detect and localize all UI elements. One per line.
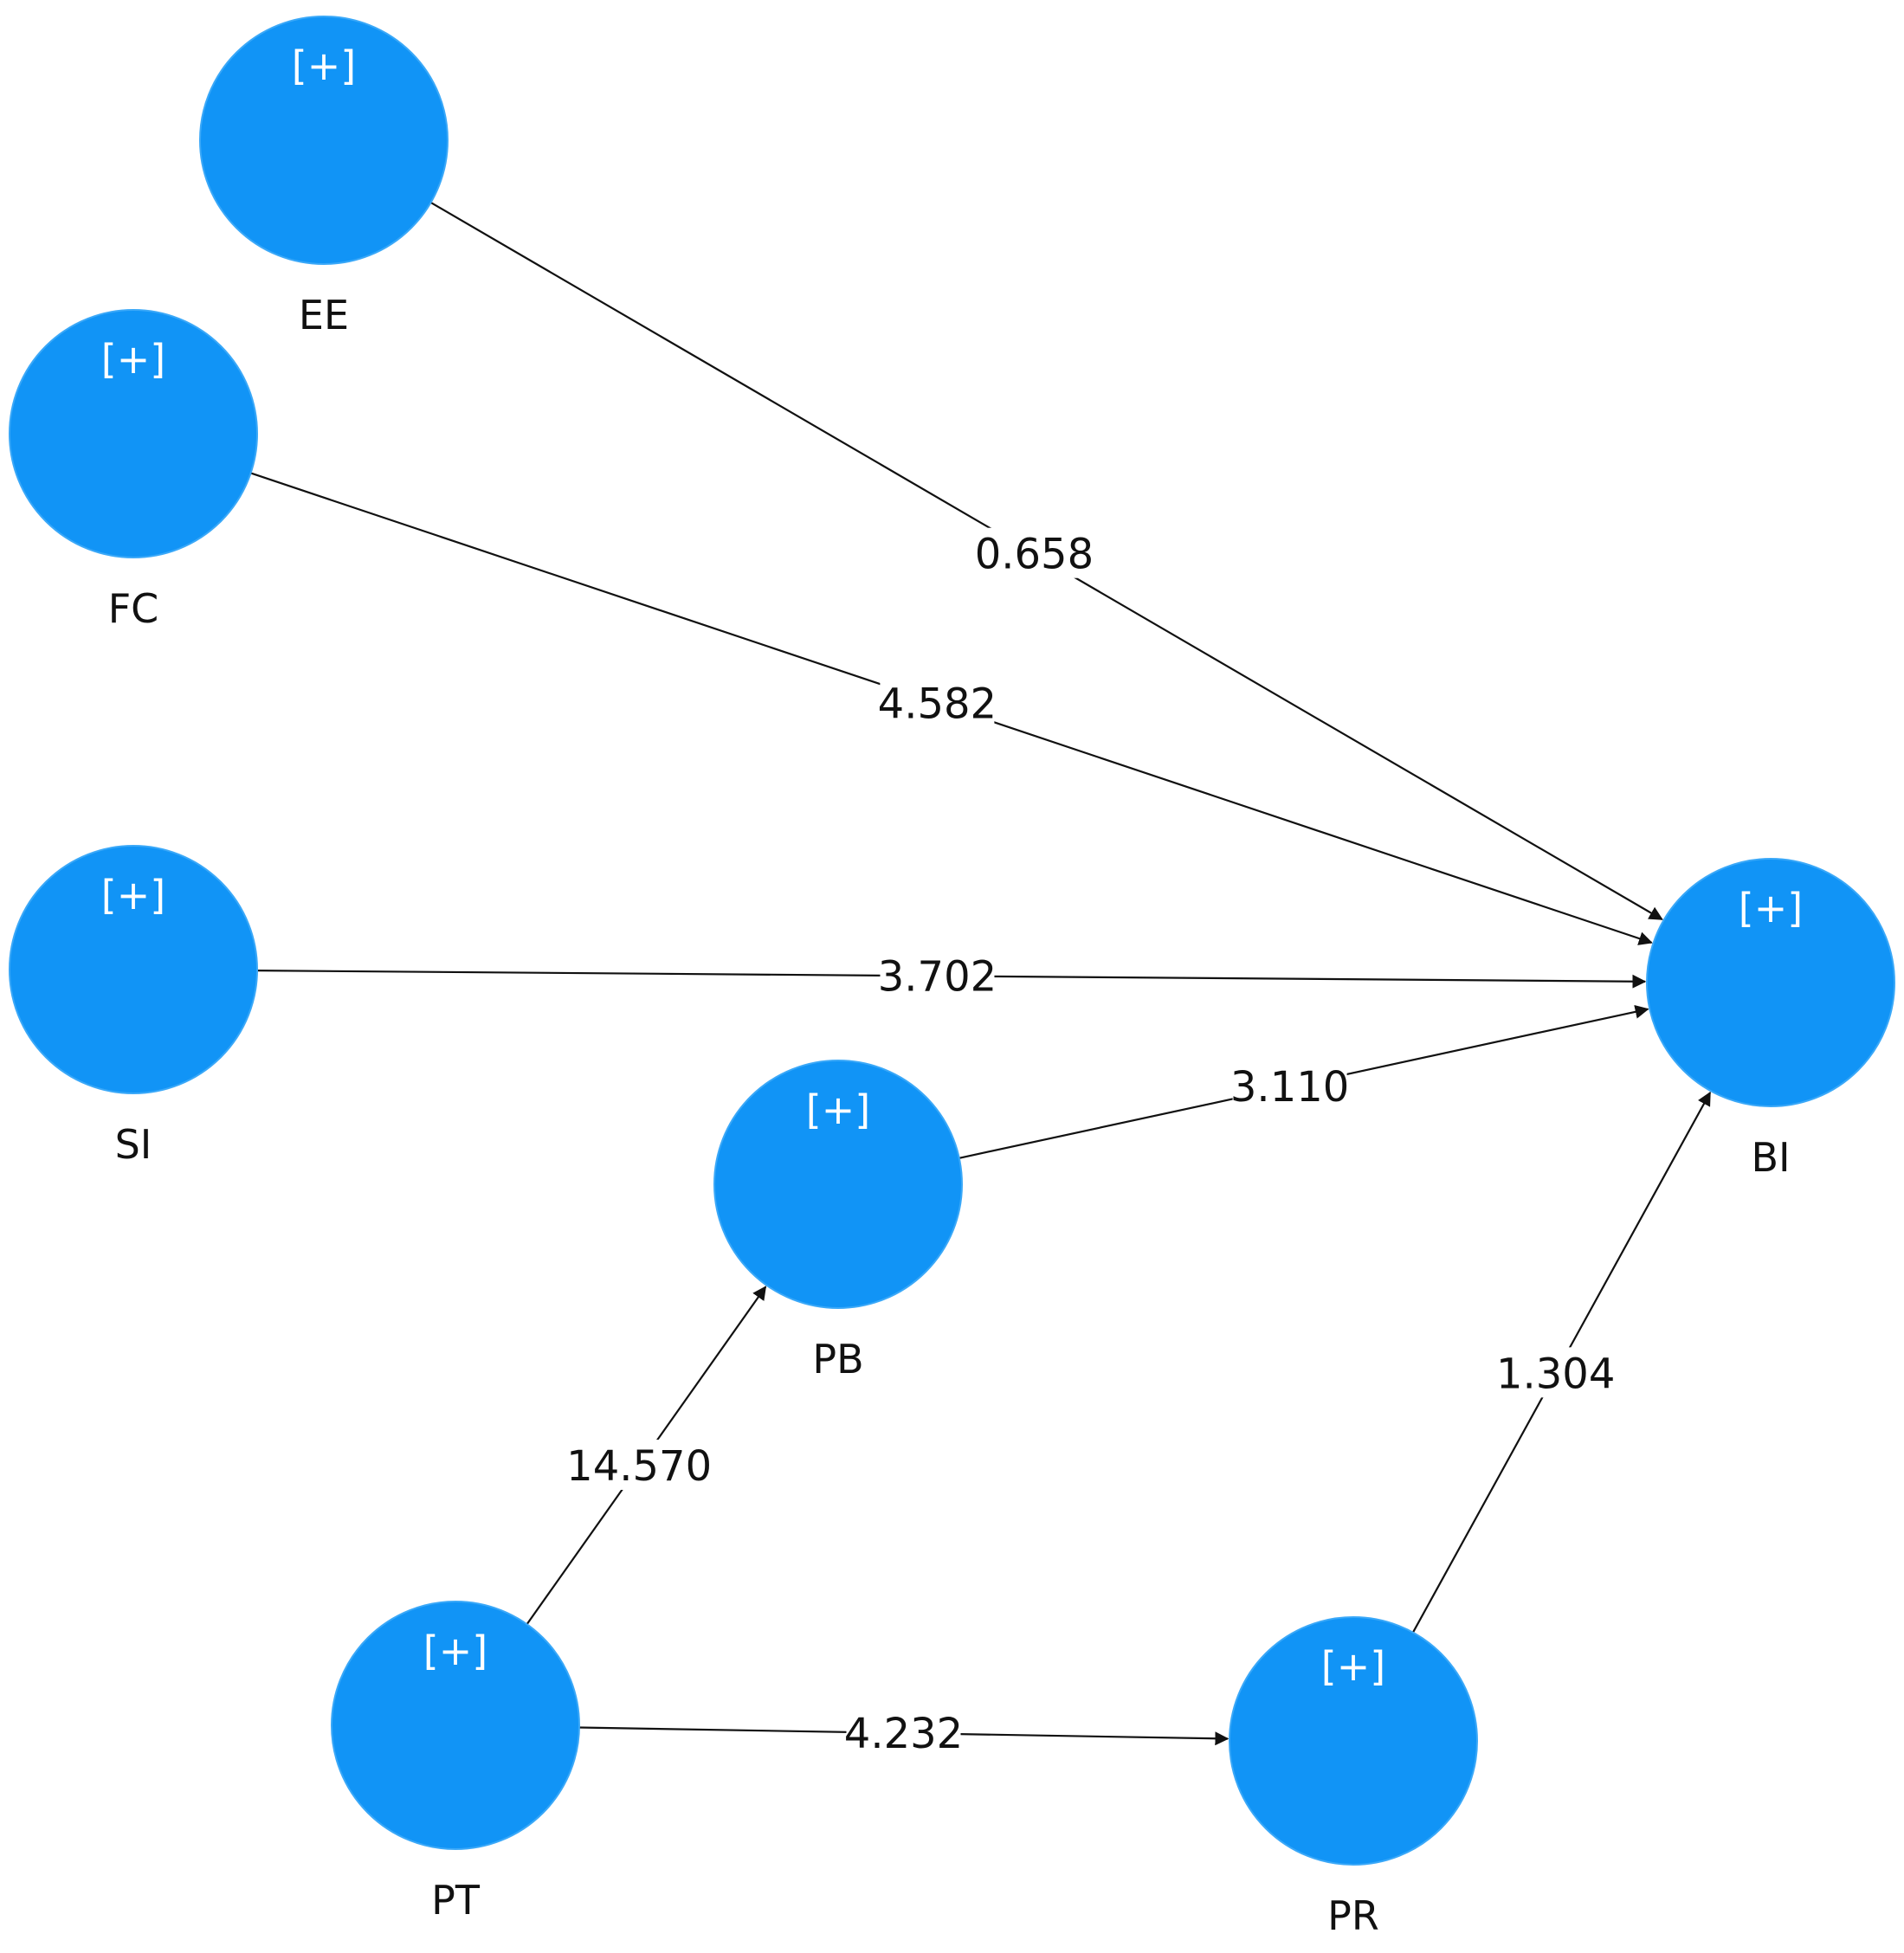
construct-node-bi[interactable]: [+] BI — [1646, 858, 1895, 1181]
path-pb-to-bi[interactable]: 3.110 — [958, 1004, 1649, 1159]
path-value-background — [1498, 1347, 1613, 1398]
path-pr-to-bi[interactable]: 1.304 — [1411, 1091, 1712, 1634]
nodes-layer: [+] EE [+] FC [+] SI [+] PB [+] PT [+] PR [+] BI — [9, 16, 1895, 1939]
expand-indicators-button[interactable]: [+] — [101, 872, 165, 918]
expand-indicators-button[interactable]: [+] — [292, 42, 356, 89]
path-value-label: 4.582 — [878, 680, 997, 728]
construct-node-pb[interactable]: [+] PB — [713, 1060, 963, 1383]
path-value-label: 14.570 — [566, 1442, 712, 1491]
expand-indicators-button[interactable]: [+] — [1321, 1643, 1385, 1690]
path-pt-to-pb[interactable]: 14.570 — [526, 1286, 767, 1625]
path-value-background — [880, 677, 995, 728]
path-value-label: 0.658 — [975, 531, 1094, 579]
construct-name-label: BI — [1751, 1134, 1790, 1181]
construct-circle[interactable] — [1229, 1616, 1478, 1866]
path-value-label: 4.232 — [844, 1710, 963, 1758]
construct-circle[interactable] — [331, 1601, 580, 1850]
path-value-label: 3.110 — [1230, 1063, 1349, 1112]
paths-layer: 0.658 4.582 3.702 3.110 14.570 4.232 1.304 — [250, 202, 1712, 1758]
construct-name-label: EE — [299, 292, 349, 338]
construct-node-fc[interactable]: [+] FC — [9, 309, 258, 632]
path-pt-to-pr[interactable]: 4.232 — [578, 1706, 1230, 1758]
construct-circle[interactable] — [199, 16, 449, 265]
expand-indicators-button[interactable]: [+] — [1739, 885, 1803, 931]
path-value-background — [582, 1440, 697, 1491]
path-value-background — [880, 950, 995, 1001]
path-si-to-bi[interactable]: 3.702 — [256, 950, 1647, 1001]
construct-node-ee[interactable]: [+] EE — [199, 16, 449, 338]
construct-name-label: PB — [812, 1336, 863, 1383]
construct-node-si[interactable]: [+] SI — [9, 845, 258, 1168]
expand-indicators-button[interactable]: [+] — [101, 336, 165, 383]
construct-node-pr[interactable]: [+] PR — [1229, 1616, 1478, 1939]
construct-circle[interactable] — [1646, 858, 1895, 1107]
construct-circle[interactable] — [9, 309, 258, 558]
construct-circle[interactable] — [9, 845, 258, 1094]
construct-name-label: PR — [1327, 1892, 1379, 1939]
expand-indicators-button[interactable]: [+] — [806, 1086, 870, 1133]
path-value-label: 3.702 — [878, 952, 997, 1001]
construct-name-label: SI — [115, 1121, 152, 1168]
expand-indicators-button[interactable]: [+] — [423, 1628, 487, 1674]
path-value-label: 1.304 — [1496, 1350, 1615, 1398]
construct-node-pt[interactable]: [+] PT — [331, 1601, 580, 1924]
path-fc-to-bi[interactable]: 4.582 — [250, 472, 1653, 945]
construct-name-label: PT — [431, 1877, 481, 1924]
construct-name-label: FC — [108, 585, 159, 632]
construct-circle[interactable] — [713, 1060, 963, 1309]
path-value-background — [846, 1706, 961, 1757]
path-value-background — [1232, 1060, 1347, 1112]
path-ee-to-bi[interactable]: 0.658 — [430, 202, 1663, 920]
path-value-background — [977, 527, 1092, 578]
